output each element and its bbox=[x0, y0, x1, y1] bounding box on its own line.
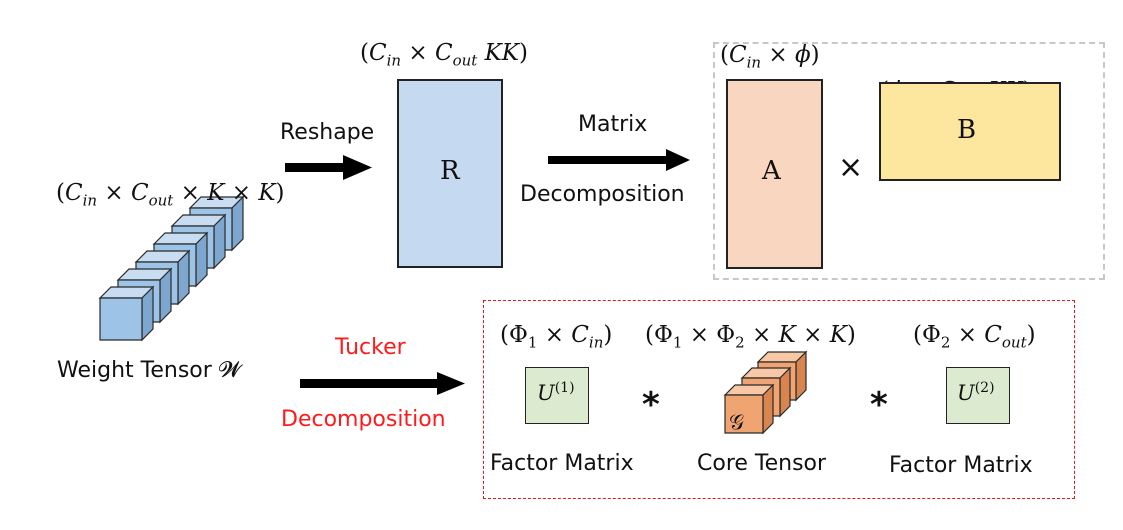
tucker-label-line2: Decomposition bbox=[281, 407, 446, 432]
matrix-decomposition-group bbox=[713, 42, 1105, 280]
weight-tensor-label: Weight Tensor 𝓦 bbox=[57, 358, 242, 383]
tucker-decomposition-arrow bbox=[300, 372, 465, 395]
core-tensor-label: Core Tensor bbox=[697, 451, 827, 476]
core-cube-3 bbox=[723, 383, 775, 435]
weight-tensor-shape: (Cin × Cout × K × K) bbox=[56, 180, 285, 210]
matrix-decomposition-arrow bbox=[548, 149, 690, 171]
core-tensor-name: 𝒢 bbox=[729, 410, 744, 434]
tucker-decomposition-group bbox=[483, 300, 1075, 499]
factor-matrix-label-2: Factor Matrix bbox=[889, 453, 1033, 478]
matrix-b bbox=[879, 82, 1061, 181]
times-sign: × bbox=[838, 150, 864, 185]
factor-matrix-u2 bbox=[946, 367, 1010, 424]
matrix-r-name: R bbox=[440, 156, 460, 186]
u2-name: U(2) bbox=[957, 380, 995, 405]
matrix-a-shape: (Cin × ϕ) bbox=[720, 42, 820, 72]
product-op-1: * bbox=[642, 385, 660, 425]
factor-matrix-label-1: Factor Matrix bbox=[490, 451, 634, 476]
factor-matrix-u1 bbox=[525, 367, 589, 424]
matrix-b-name: B bbox=[957, 115, 977, 145]
reshape-label: Reshape bbox=[280, 120, 375, 145]
product-op-2: * bbox=[870, 385, 888, 425]
matrix-r-shape: (Cin × Cout KK) bbox=[360, 40, 528, 70]
reshape-arrow bbox=[285, 155, 372, 180]
matrix-a-name: A bbox=[762, 156, 781, 186]
u2-shape: (Φ2 × Cout) bbox=[913, 322, 1036, 352]
matrix-a bbox=[726, 79, 823, 269]
tucker-label-line1: Tucker bbox=[335, 335, 406, 360]
matrix-r bbox=[397, 79, 503, 268]
matrix-decomposition-label-line2: Decomposition bbox=[520, 182, 685, 207]
u1-shape: (Φ1 × Cin) bbox=[500, 322, 613, 352]
core-shape: (Φ1 × Φ2 × K × K) bbox=[645, 322, 856, 352]
tensor-cube-6 bbox=[98, 285, 155, 342]
matrix-decomposition-label-line1: Matrix bbox=[578, 112, 648, 137]
u1-name: U(1) bbox=[537, 380, 575, 405]
